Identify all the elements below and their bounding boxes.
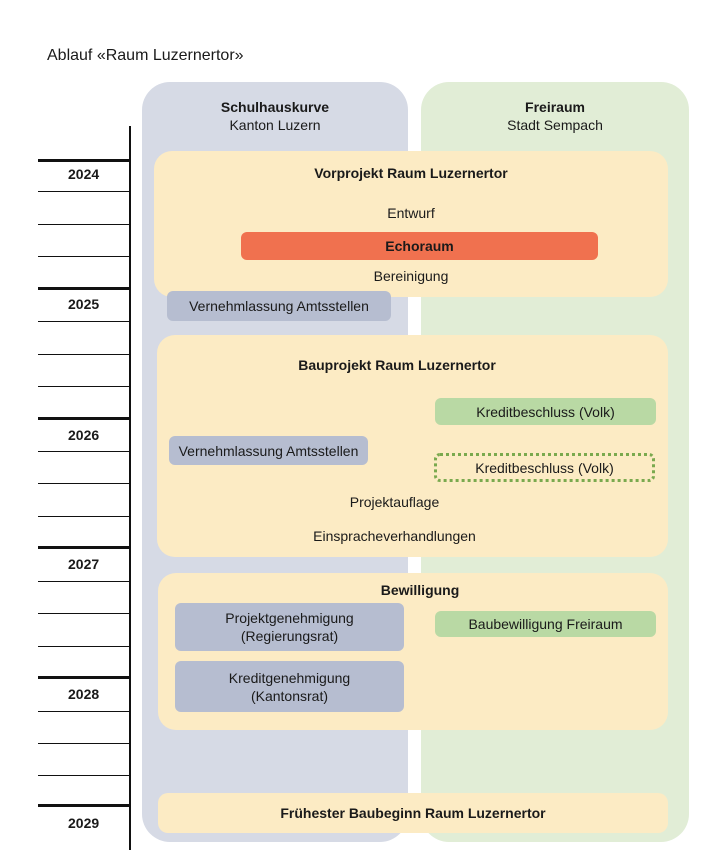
axis-tick: [38, 804, 130, 807]
step-baubewilligung-freiraum: Baubewilligung Freiraum: [435, 611, 656, 637]
step-kreditbeschluss-volk: Kreditbeschluss (Volk): [435, 398, 656, 425]
step-vernehmlassung-2: Vernehmlassung Amtsstellen: [169, 436, 368, 465]
axis-tick: [38, 646, 130, 647]
axis-tick: [38, 581, 130, 582]
lane-kanton-name: Schulhauskurve: [220, 99, 330, 115]
year-label: 2029: [68, 815, 100, 831]
axis-tick: [38, 451, 130, 452]
lane-stadt-owner: Stadt Sempach: [507, 117, 603, 133]
axis-tick: [38, 386, 130, 387]
year-label: 2027: [68, 556, 100, 572]
phase-vorprojekt: [154, 151, 668, 297]
lane-kanton-owner: Kanton Luzern: [229, 117, 321, 133]
year-label: 2024: [68, 166, 100, 182]
step-bereinigung: Bereinigung: [373, 268, 449, 284]
step-projektauflage: Projektauflage: [349, 494, 440, 510]
year-label: 2028: [68, 686, 100, 702]
milestone-baubeginn: Frühester Baubeginn Raum Luzernertor: [158, 793, 668, 833]
axis-tick: [38, 546, 130, 549]
axis-tick: [38, 613, 130, 614]
step-projektgenehmigung: Projektgenehmigung (Regierungsrat): [175, 603, 404, 651]
axis-tick: [38, 516, 130, 517]
step-vernehmlassung-1: Vernehmlassung Amtsstellen: [167, 291, 391, 321]
phase-bewilligung-title: Bewilligung: [380, 582, 460, 598]
axis-tick: [38, 321, 130, 322]
axis-tick: [38, 354, 130, 355]
axis-tick: [38, 483, 130, 484]
step-kreditgenehmigung: Kreditgenehmigung (Kantonsrat): [175, 661, 404, 712]
axis-tick: [38, 743, 130, 744]
axis-tick: [38, 256, 130, 257]
axis-tick: [38, 676, 130, 679]
axis-tick: [38, 417, 130, 420]
step-kreditbeschluss-volk-optional: Kreditbeschluss (Volk): [434, 453, 655, 482]
axis-tick: [38, 775, 130, 776]
lane-stadt-header: Freiraum Stadt Sempach: [421, 98, 689, 134]
axis-tick: [38, 159, 130, 162]
step-entwurf: Entwurf: [387, 205, 435, 221]
time-axis: [129, 126, 131, 850]
step-einspracheverhandlungen: Einspracheverhandlungen: [313, 528, 476, 544]
step-echoraum: Echoraum: [241, 232, 598, 260]
axis-tick: [38, 711, 130, 712]
phase-bauprojekt-title: Bauprojekt Raum Luzernertor: [298, 357, 496, 373]
year-label: 2025: [68, 296, 100, 312]
axis-tick: [38, 287, 130, 290]
year-label: 2026: [68, 427, 100, 443]
axis-tick: [38, 224, 130, 225]
axis-tick: [38, 191, 130, 192]
lane-kanton-header: Schulhauskurve Kanton Luzern: [142, 98, 408, 134]
phase-vorprojekt-title: Vorprojekt Raum Luzernertor: [314, 165, 508, 181]
diagram-title: Ablauf «Raum Luzernertor»: [47, 47, 244, 64]
lane-stadt-name: Freiraum: [525, 99, 585, 115]
